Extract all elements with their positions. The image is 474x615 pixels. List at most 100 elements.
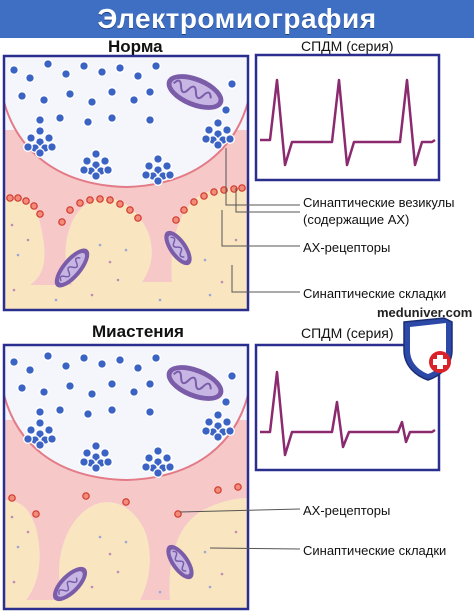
ach-receptor	[14, 194, 22, 202]
vesicle	[100, 156, 110, 166]
vesicle	[145, 115, 155, 125]
ach-receptor	[8, 494, 16, 502]
ach-receptor	[116, 200, 124, 208]
vesicle	[35, 407, 45, 417]
vesicles-normal	[9, 59, 237, 186]
vesicle	[17, 383, 27, 393]
vesicle	[227, 371, 237, 381]
vesicle	[107, 87, 117, 97]
vesicle	[61, 69, 71, 79]
vesicle	[227, 79, 237, 89]
frame-normal	[2, 54, 250, 312]
vesicle	[9, 65, 19, 75]
vesicle	[151, 61, 161, 71]
particle	[208, 585, 212, 589]
vesicle	[107, 405, 117, 415]
vesicle	[145, 379, 155, 389]
particle	[234, 530, 238, 534]
vesicle	[165, 170, 175, 180]
vesicle	[43, 59, 53, 69]
vesicle	[91, 149, 101, 159]
vesicles-myasthenia	[9, 351, 237, 478]
ach-receptor	[190, 198, 198, 206]
vesicle	[65, 89, 75, 99]
vesicle	[83, 409, 93, 419]
particle	[208, 293, 212, 297]
label-vesicles-note: (содержащие АХ)	[303, 212, 410, 227]
panel-heading-normal: Норма	[108, 37, 163, 56]
particle	[26, 530, 30, 534]
shield-logo-icon	[403, 317, 453, 381]
vesicle	[103, 165, 113, 175]
vesicle	[82, 448, 92, 458]
particle	[124, 248, 128, 252]
ach-receptor	[58, 218, 66, 226]
ach-receptor	[106, 196, 114, 204]
label-receptors-myasthenia: АХ-рецепторы	[303, 503, 391, 518]
vesicle	[82, 156, 92, 166]
ach-receptors-normal	[6, 184, 246, 226]
ach-receptor	[234, 483, 242, 491]
vesicle	[107, 113, 117, 123]
mitochondrion-terminal-normal	[166, 74, 224, 110]
ach-receptor	[122, 498, 130, 506]
vesicle	[91, 171, 101, 181]
vesicle	[79, 165, 89, 175]
label-receptors-normal: АХ-рецепторы	[303, 240, 391, 255]
vesicle	[23, 434, 33, 444]
ach-receptor	[82, 492, 90, 500]
vesicle	[145, 87, 155, 97]
vesicle	[47, 142, 57, 152]
particle	[90, 585, 94, 589]
vesicle	[129, 387, 139, 397]
ach-receptor	[200, 192, 208, 200]
vesicle	[221, 105, 231, 115]
particle	[54, 298, 58, 302]
vesicle	[151, 353, 161, 363]
vesicle	[129, 95, 139, 105]
vesicle	[43, 351, 53, 361]
vesicle	[222, 417, 232, 427]
vesicle	[91, 441, 101, 451]
frame-myasthenia	[2, 343, 250, 611]
vesicle	[153, 176, 163, 186]
trace-label-myasthenia: СПДМ (серия)	[301, 325, 394, 341]
vesicle	[44, 425, 54, 435]
vesicle	[115, 355, 125, 365]
label-folds-myasthenia: Синаптические складки	[303, 543, 447, 558]
vesicle	[153, 154, 163, 164]
vesicle	[39, 387, 49, 397]
vesicle	[87, 389, 97, 399]
vesicle	[83, 117, 93, 127]
ach-receptor	[30, 202, 38, 210]
ach-receptor	[66, 206, 74, 214]
particle	[108, 552, 112, 556]
vesicle	[225, 426, 235, 436]
vesicle	[115, 63, 125, 73]
vesicle	[133, 71, 143, 81]
vesicle	[204, 125, 214, 135]
mitochondrion-terminal-myasthenia	[166, 365, 224, 401]
vesicle	[153, 468, 163, 478]
vesicle	[61, 361, 71, 371]
particle	[220, 280, 224, 284]
vesicle	[39, 95, 49, 105]
mitochondrion-muscle-1-normal	[54, 248, 90, 288]
vesicle	[213, 410, 223, 420]
mitochondrion-muscle-2-normal	[164, 230, 192, 266]
vesicle	[79, 457, 89, 467]
ach-receptor	[210, 188, 218, 196]
particle	[116, 278, 120, 282]
mitochondrion-muscle-1-myasthenia	[52, 566, 88, 602]
vesicle	[133, 363, 143, 373]
ach-receptor	[96, 195, 104, 203]
particle	[158, 590, 162, 594]
ach-receptor	[134, 214, 142, 222]
ach-receptor	[22, 197, 30, 205]
vesicle	[144, 161, 154, 171]
cytoplasm-particles-myasthenia	[10, 515, 238, 594]
vesicle	[9, 357, 19, 367]
vesicle	[44, 133, 54, 143]
ach-receptor	[214, 486, 222, 494]
vesicle	[162, 453, 172, 463]
